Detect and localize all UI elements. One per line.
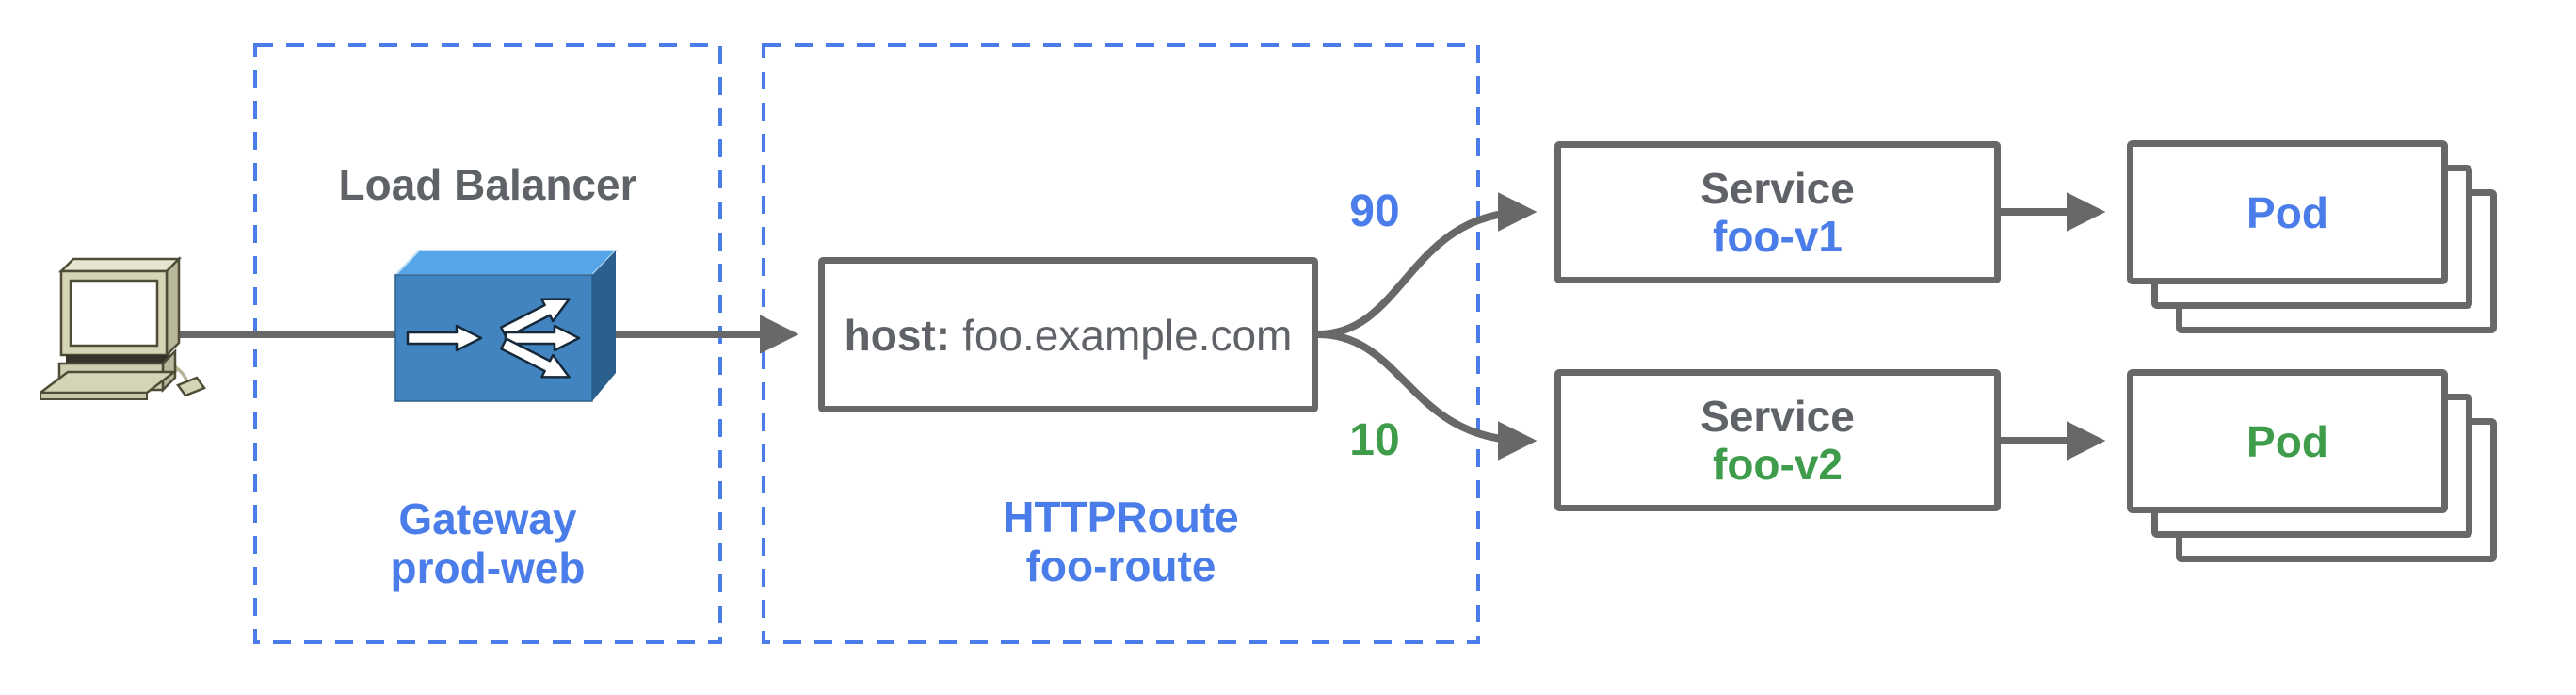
- host-match-box: host: foo.example.com: [818, 257, 1318, 412]
- weight-10-label: 10: [1349, 415, 1400, 465]
- gateway-boundary: [253, 43, 722, 644]
- gateway-kind-label: Gateway: [398, 494, 577, 543]
- httproute-boundary: [762, 43, 1480, 644]
- service-kind-label: Service: [1700, 391, 1855, 441]
- service-foo-v2-box: Service foo-v2: [1554, 369, 2001, 511]
- weight-90-label: 90: [1349, 186, 1400, 236]
- pod-card-front: Pod: [2127, 140, 2448, 284]
- service-name-label: foo-v2: [1713, 439, 1843, 489]
- split-arrow-10-to-service-foo-v2: [1317, 331, 1538, 461]
- pod-stack-foo-v1: Pod: [2127, 140, 2504, 338]
- gateway-resource-label: Gateway prod-web: [255, 494, 720, 592]
- httproute-kind-label: HTTPRoute: [1003, 493, 1239, 541]
- pod-stack-foo-v2: Pod: [2127, 369, 2504, 567]
- desktop-computer-icon: [40, 255, 206, 400]
- load-balancer-icon: [393, 250, 619, 402]
- pod-label: Pod: [2246, 187, 2328, 237]
- httproute-name-label: foo-route: [1025, 541, 1216, 590]
- pod-card-front: Pod: [2127, 369, 2448, 513]
- httproute-resource-label: HTTPRoute foo-route: [764, 493, 1478, 590]
- service-foo-v1-box: Service foo-v1: [1554, 141, 2001, 283]
- pod-label: Pod: [2246, 416, 2328, 466]
- service-name-label: foo-v1: [1713, 211, 1843, 261]
- load-balancer-title: Load Balancer: [338, 160, 637, 209]
- host-value-label: foo.example.com: [962, 310, 1293, 360]
- split-arrow-90-to-service-foo-v1: [1317, 192, 1538, 338]
- service-kind-label: Service: [1700, 163, 1855, 213]
- host-key-label: host:: [844, 310, 951, 360]
- gateway-name-label: prod-web: [390, 543, 586, 592]
